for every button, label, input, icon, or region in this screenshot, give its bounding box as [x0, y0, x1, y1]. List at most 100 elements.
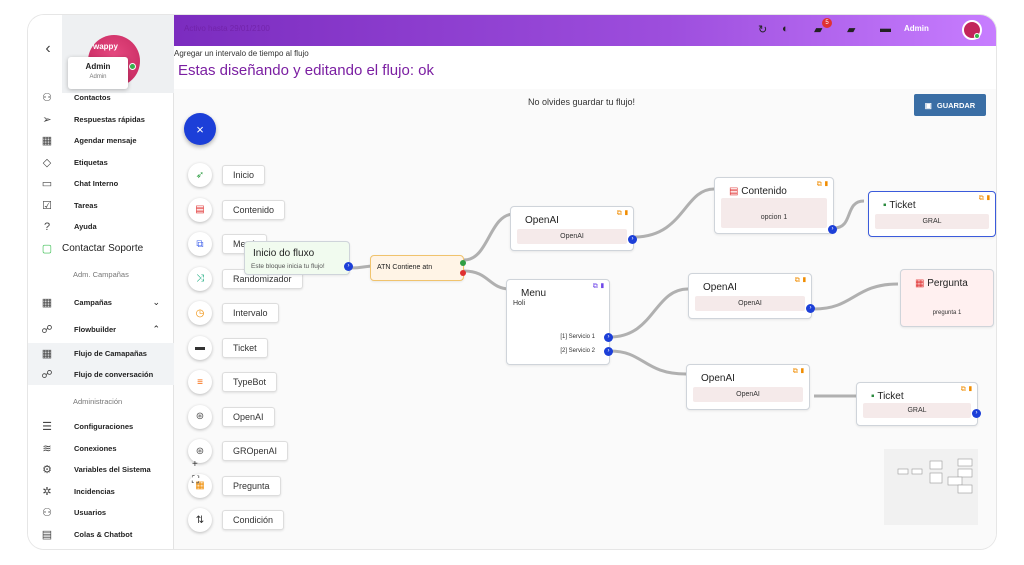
output-port[interactable]: ›: [628, 235, 637, 244]
theme-toggle-icon[interactable]: ◐: [782, 23, 789, 35]
minimap[interactable]: [884, 449, 978, 525]
node-actions[interactable]: ⧉ ▮: [592, 283, 605, 290]
content-icon: ▤: [188, 197, 212, 222]
node-inicio[interactable]: Inicio do fluxo Este bloque inicia tu fl…: [244, 241, 353, 275]
tool-intervalo[interactable]: ◷Intervalo: [188, 301, 279, 325]
node-actions[interactable]: ⧉ ▮: [792, 368, 805, 375]
node-actions[interactable]: ⧉ ▮: [794, 277, 807, 284]
sidebar-item-label: Usuarios: [74, 508, 107, 517]
close-icon: ×: [196, 121, 204, 137]
sidebar-item-campaigns[interactable]: ▦ Campañas ⌄: [28, 292, 174, 313]
node-actions[interactable]: ⧉ ▮: [978, 195, 991, 202]
sidebar-item-contactos[interactable]: ⚇Contactos: [28, 87, 174, 108]
settings-icon: ☰: [42, 421, 52, 433]
close-menu-button[interactable]: ×: [184, 113, 216, 145]
tool-condici-n[interactable]: ⇅Condición: [188, 508, 285, 532]
output-port[interactable]: ›: [972, 409, 981, 418]
tool-contenido[interactable]: ▤Contenido: [188, 197, 286, 222]
node-openai-3[interactable]: OpenAI ⧉ ▮ OpenAI: [686, 364, 810, 410]
output-port[interactable]: ›: [344, 262, 353, 271]
sidebar-item-tareas[interactable]: ☑Tareas: [28, 195, 174, 216]
sidebar-item-label: Colas & Chatbot: [74, 529, 133, 539]
node-body: GRAL: [863, 403, 971, 418]
sidebar-item-ayuda[interactable]: ?Ayuda: [28, 216, 174, 237]
node-body: pregunta 1: [932, 310, 962, 316]
minimap-view: [897, 458, 973, 494]
tool-inicio[interactable]: ➶Inicio: [188, 163, 266, 187]
notification-icon[interactable]: ▰: [814, 24, 823, 36]
page-title: Estas diseñando y editando el flujo: ok: [178, 62, 435, 79]
tool-pregunta[interactable]: ▦Pregunta: [188, 473, 281, 498]
node-menu[interactable]: Menu ⧉ ▮ Holi [1] Servicio 1 [2] Servici…: [506, 279, 613, 365]
node-pregunta[interactable]: ▦ Pergunta pregunta 1: [900, 269, 994, 327]
zoom-in-icon[interactable]: +: [192, 459, 198, 470]
true-port[interactable]: [460, 260, 466, 266]
sidebar-item-variables-del-sistema[interactable]: ⚙Variables del Sistema: [28, 459, 174, 480]
user-role: Admin: [89, 74, 107, 80]
gear-icon: ⚙: [42, 464, 52, 476]
sidebar-item-label: Agendar mensaje: [74, 136, 137, 145]
tool-label: TypeBot: [222, 372, 278, 392]
save-button[interactable]: ▣ GUARDAR: [914, 94, 986, 116]
node-atn[interactable]: ATN Contiene atn: [370, 255, 466, 281]
tool-label: Ticket: [222, 337, 268, 358]
node-ticket-2[interactable]: ▪ Ticket ⧉ ▮ GRAL ›: [856, 382, 981, 426]
help-icon: ?: [43, 220, 51, 233]
sidebar-item-respuestas-r-pidas[interactable]: ➢Respuestas rápidas: [28, 109, 174, 130]
chat-icon[interactable]: ▬: [880, 23, 891, 35]
tool-gropenai[interactable]: ⊛GROpenAI: [188, 439, 289, 463]
users-icon: ⚇: [42, 507, 52, 519]
save-icon: ▣: [924, 100, 932, 110]
node-ticket-1[interactable]: ▪ Ticket ⧉ ▮ GRAL: [868, 191, 996, 237]
node-body: Este bloque inicia tu flujo!: [251, 263, 325, 270]
tool-label: Pregunta: [222, 475, 281, 496]
false-port[interactable]: [460, 270, 466, 276]
back-arrow-icon[interactable]: ‹: [45, 40, 51, 57]
sidebar-item-usuarios[interactable]: ⚇ Usuarios: [28, 502, 174, 523]
sidebar-item-flowbuilder[interactable]: ☍ Flowbuilder ⌃: [28, 319, 174, 340]
announcement-icon[interactable]: ▰: [847, 24, 856, 36]
node-actions[interactable]: ⧉ ▮: [816, 181, 829, 188]
node-openai-2[interactable]: OpenAI ⧉ ▮ OpenAI ›: [688, 273, 815, 319]
node-body: Holi: [513, 300, 526, 307]
node-actions[interactable]: ⧉ ▮: [960, 386, 973, 393]
sidebar-item-etiquetas[interactable]: ◇Etiquetas: [28, 152, 174, 173]
sidebar-item-flujo-campanas[interactable]: ▦ Flujo de Camapañas: [28, 343, 174, 364]
sidebar-item-colas-chatbot[interactable]: ▤ Colas & Chatbot: [28, 524, 174, 545]
output-port[interactable]: ›: [828, 225, 837, 234]
tool-ticket[interactable]: ▬Ticket: [188, 335, 268, 360]
tool-openai[interactable]: ⊛OpenAI: [188, 404, 275, 429]
node-body: OpenAI: [517, 229, 627, 244]
refresh-icon[interactable]: ↻: [758, 24, 768, 36]
tool-typebot[interactable]: ≡TypeBot: [188, 370, 278, 394]
sidebar-item-flujo-conversacion[interactable]: ☍ Flujo de conversación: [28, 364, 174, 385]
output-port[interactable]: ›: [604, 333, 613, 342]
top-bar: Activo hasta 29/01/2100 ↻ ◐ ▰ 5 ▰ ▬ Admi…: [174, 15, 996, 46]
sidebar-item-conexiones[interactable]: ≋Conexiones: [28, 438, 174, 459]
output-port[interactable]: ›: [806, 304, 815, 313]
database-icon: ▤: [41, 528, 53, 541]
node-actions[interactable]: ⧉ ▮: [616, 210, 629, 217]
sidebar-item-agendar-mensaje[interactable]: ▦Agendar mensaje: [28, 130, 174, 151]
sidebar-item-soporte[interactable]: ▢ Contactar Soporte: [28, 238, 174, 259]
user-name: Admin: [85, 62, 111, 71]
node-openai-1[interactable]: OpenAI ⧉ ▮ OpenAI ›: [510, 206, 637, 251]
sidebar-item-chat-interno[interactable]: ▭Chat Interno: [28, 173, 174, 194]
sidebar: ‹ wappy Admin Admin ⚇Contactos➢Respuesta…: [28, 15, 174, 549]
sitemap-icon: ☍: [41, 324, 53, 336]
sidebar-item-configuraciones[interactable]: ☰Configuraciones: [28, 416, 174, 437]
flow-canvas[interactable]: No olvides guardar tu flujo! ▣ GUARDAR ×…: [174, 89, 996, 549]
node-contenido[interactable]: ▤ Contenido ⧉ ▮ opcion 1 ›: [714, 177, 837, 234]
output-port[interactable]: ›: [604, 347, 613, 356]
section-campaigns: Adm. Campañas: [73, 270, 129, 279]
node-title: ▪ Ticket: [883, 200, 916, 211]
sidebar-item-label: Incidencias: [74, 486, 115, 496]
online-status-dot: [129, 63, 136, 70]
fit-view-icon[interactable]: ⛶: [192, 475, 199, 486]
sidebar-item-incidencias[interactable]: ✲Incidencias: [28, 481, 174, 502]
chat-icon: ▢: [41, 243, 53, 255]
tool-label: Condición: [222, 510, 285, 530]
online-status-dot: [974, 33, 980, 39]
rocket-icon: ➶: [188, 163, 212, 187]
sidebar-item-label: Respuestas rápidas: [74, 114, 145, 124]
